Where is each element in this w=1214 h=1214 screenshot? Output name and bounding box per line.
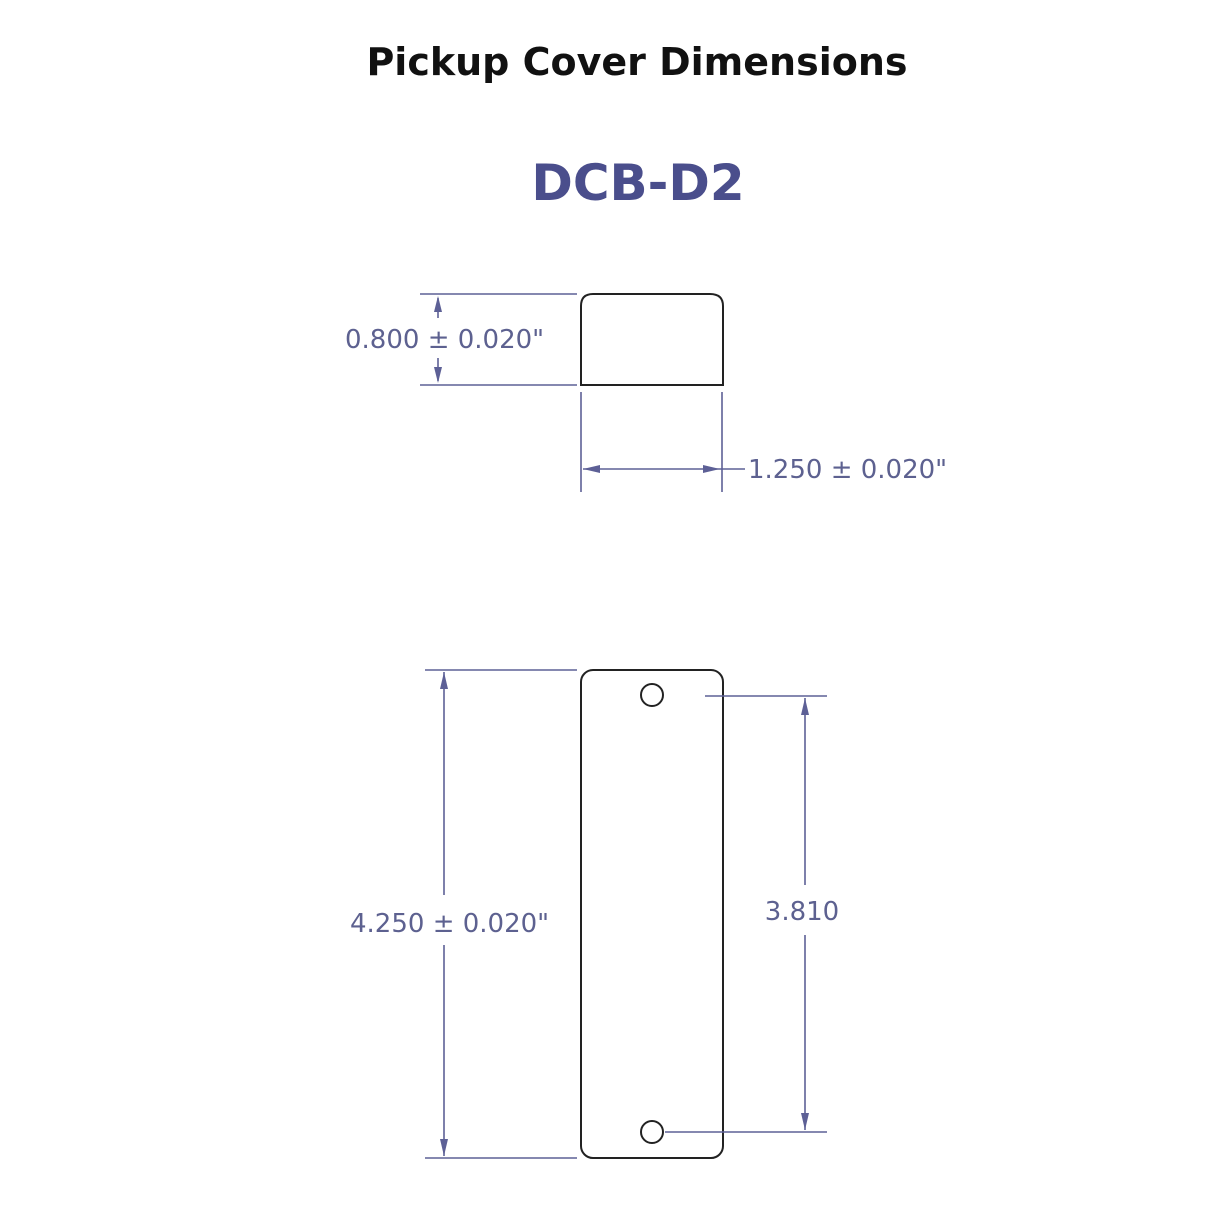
side-view-outline [580,293,724,386]
hole-spacing-dimension: 3.810 [765,897,839,927]
arrow-right-icon [703,465,720,473]
arrow-down-icon [801,1113,809,1130]
side-view: 0.800 ± 0.020" 1.250 ± 0.020" [345,293,947,492]
arrow-up-icon [801,698,809,715]
mounting-hole-bottom [640,1120,664,1144]
page-title: Pickup Cover Dimensions [366,40,907,84]
width-dimension: 1.250 ± 0.020" [748,455,947,485]
arrow-down-icon [440,1139,448,1156]
arrow-down-icon [434,367,442,383]
model-name: DCB-D2 [531,154,744,212]
mounting-hole-top [640,683,664,707]
height-dimension: 0.800 ± 0.020" [345,325,544,355]
arrow-up-icon [440,672,448,689]
top-view-outline [580,669,724,1159]
length-dimension: 4.250 ± 0.020" [350,909,549,939]
top-view: 4.250 ± 0.020" 3.810 [350,669,839,1159]
arrow-up-icon [434,296,442,312]
arrow-left-icon [583,465,600,473]
